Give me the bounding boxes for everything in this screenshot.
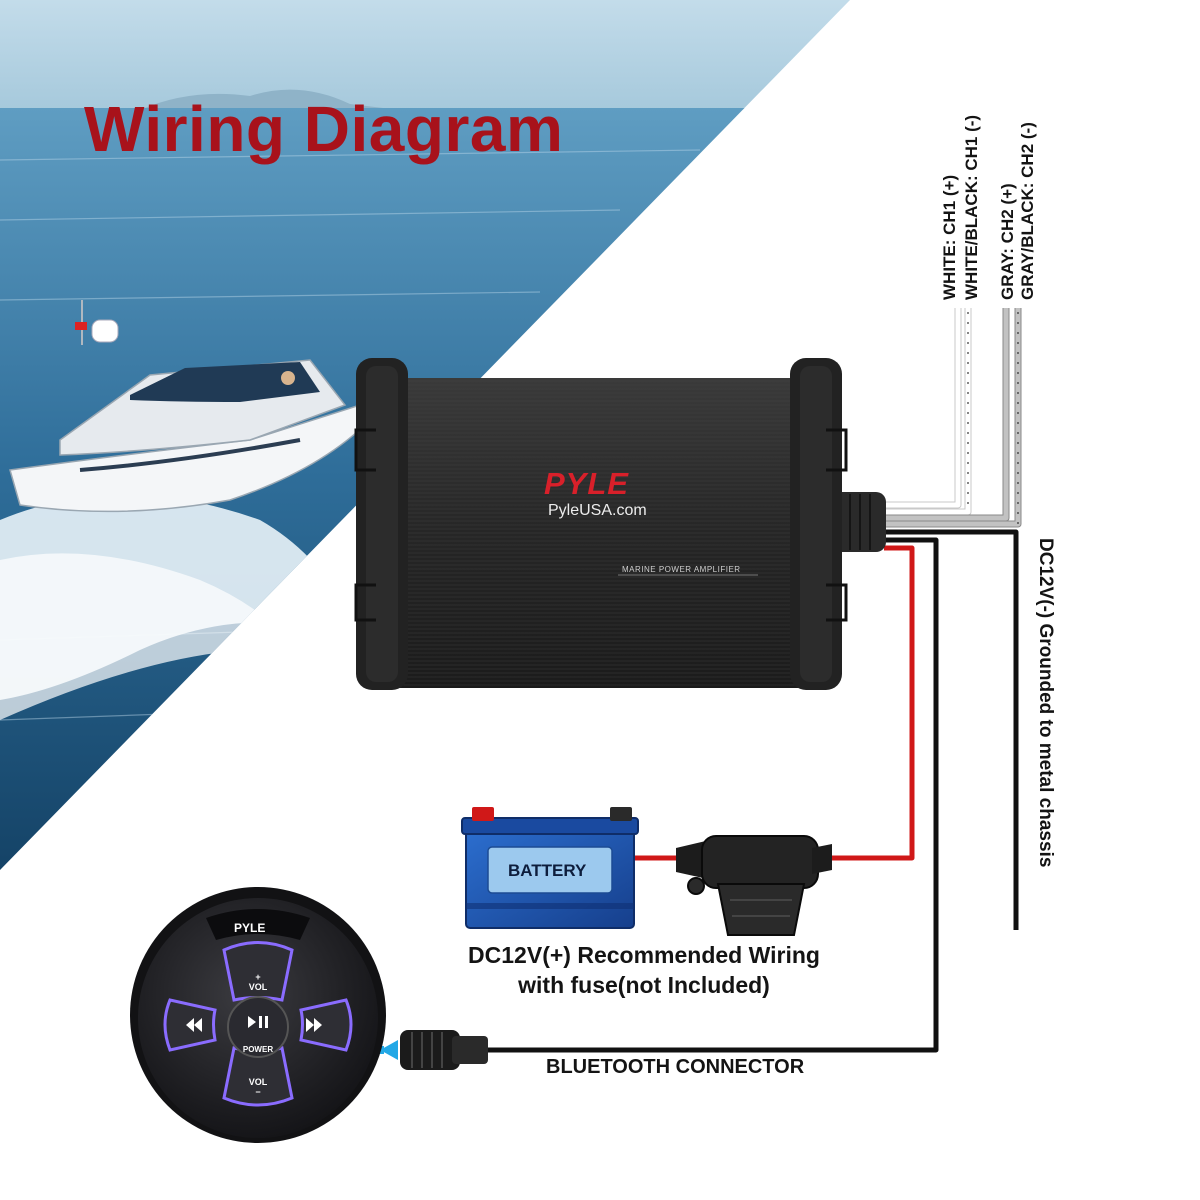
- amplifier-website: PyleUSA.com: [548, 502, 647, 519]
- power-button-label: POWER: [242, 1045, 274, 1054]
- play-pause-icon: [248, 1016, 268, 1028]
- bluetooth-cable: [488, 537, 939, 1053]
- volume-down-label: VOL −: [248, 1077, 268, 1097]
- speaker-wires: [880, 308, 1022, 528]
- amplifier-unit: [354, 358, 886, 690]
- bluetooth-connector-plug: [374, 1030, 488, 1070]
- wire-label-ch1-positive: WHITE: CH1 (+): [940, 174, 959, 300]
- wire-label-ch2-positive: GRAY: CH2 (+): [998, 183, 1017, 300]
- bluetooth-remote-controller: [130, 887, 386, 1143]
- next-track-icon: [306, 1018, 322, 1032]
- boat-illustration: [9, 300, 371, 513]
- wire-label-ch1-negative: WHITE/BLACK: CH1 (-): [962, 114, 981, 300]
- battery-label: BATTERY: [508, 861, 587, 880]
- amplifier-brand-logo: PYLE: [544, 466, 629, 501]
- battery-illustration: [461, 807, 639, 929]
- fuse-holder: [676, 835, 832, 936]
- previous-track-icon: [186, 1018, 202, 1032]
- ground-wire-label: DC12V(-) Grounded to metal chassis: [1035, 538, 1056, 868]
- volume-up-label: + VOL: [248, 972, 268, 992]
- remote-brand-logo: PYLE: [234, 921, 266, 935]
- ground-wire: [884, 529, 1019, 930]
- power-wiring-label: DC12V(+) Recommended Wiring with fuse(no…: [468, 942, 820, 998]
- amplifier-model-text: MARINE POWER AMPLIFIER: [622, 565, 741, 574]
- wire-label-ch2-negative: GRAY/BLACK: CH2 (-): [1018, 122, 1037, 300]
- power-wire: [818, 545, 915, 861]
- page-title: Wiring Diagram: [84, 93, 564, 165]
- bluetooth-connector-label: BLUETOOTH CONNECTOR: [546, 1056, 805, 1078]
